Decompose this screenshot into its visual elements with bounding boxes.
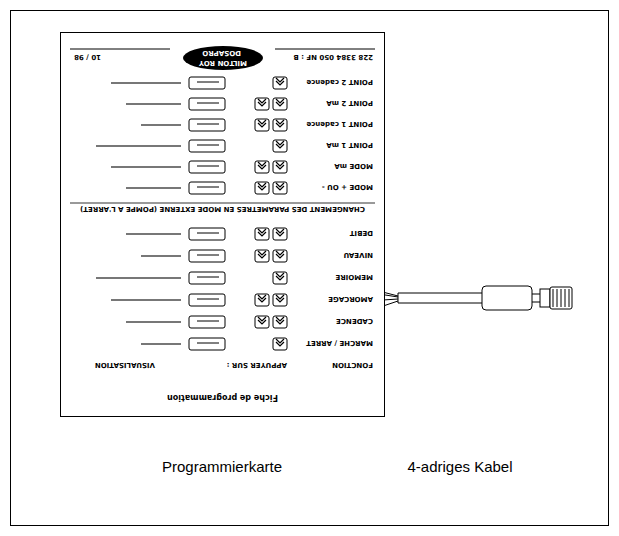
caption-label: 4-adriges Kabel bbox=[407, 458, 512, 476]
key-row bbox=[96, 140, 287, 152]
function-name: MODE + OU - bbox=[322, 183, 373, 191]
function-name: MODE mA bbox=[334, 162, 373, 170]
function-name: MARCHE / ARRET bbox=[306, 339, 373, 347]
function-name: POINT 2 mA bbox=[326, 99, 373, 107]
column-header: APPUYER SUR : bbox=[227, 361, 287, 369]
function-name: MEMOIRE bbox=[336, 273, 373, 281]
brand-name: MILTON ROY bbox=[199, 59, 247, 67]
key-row bbox=[141, 338, 287, 350]
connector-rib bbox=[561, 289, 562, 307]
programming-card: Fiche de programmation FONCTION APPUYER SU… bbox=[60, 32, 385, 417]
key-row bbox=[141, 119, 287, 131]
section-heading: CHANGEMENT DES PARAMETRES EN MODE EXTERN… bbox=[80, 205, 365, 213]
column-header: FONCTION bbox=[332, 361, 373, 369]
function-name: POINT 2 cadence bbox=[306, 78, 373, 86]
function-name: NIVEAU bbox=[343, 251, 373, 259]
function-name: AMORCAGE bbox=[328, 295, 373, 303]
function-name: DEBIT bbox=[350, 229, 373, 237]
key-row bbox=[126, 316, 287, 328]
card-sheet bbox=[60, 32, 385, 417]
rule bbox=[70, 49, 170, 50]
function-name: CADENCE bbox=[336, 317, 373, 325]
key-row bbox=[141, 250, 287, 262]
rule bbox=[70, 203, 375, 204]
key-row bbox=[126, 228, 287, 240]
column-header: VISUALISATION bbox=[95, 361, 155, 369]
key-row bbox=[126, 182, 287, 194]
logo-ellipse bbox=[183, 46, 263, 70]
card-title: Fiche de programmation bbox=[167, 393, 278, 401]
function-name: POINT 1 cadence bbox=[306, 120, 373, 128]
rule bbox=[275, 49, 375, 50]
key-row bbox=[96, 272, 287, 284]
function-name: POINT 1 mA bbox=[326, 141, 373, 149]
connector-rib bbox=[553, 289, 554, 307]
connector-rib bbox=[557, 289, 558, 307]
connector-rib bbox=[569, 289, 570, 307]
key-row bbox=[111, 161, 287, 173]
document-date: 10 / 98 bbox=[74, 53, 101, 61]
outer-frame bbox=[11, 11, 609, 526]
key-row bbox=[126, 98, 287, 110]
connector-rib bbox=[565, 289, 566, 307]
key-row bbox=[111, 294, 287, 306]
document-number: 228 3384 050 NF : B bbox=[293, 53, 373, 61]
key-row bbox=[111, 77, 287, 89]
caption-label: Programmierkarte bbox=[162, 458, 282, 476]
brand-name: DOSAPRO bbox=[202, 49, 241, 57]
